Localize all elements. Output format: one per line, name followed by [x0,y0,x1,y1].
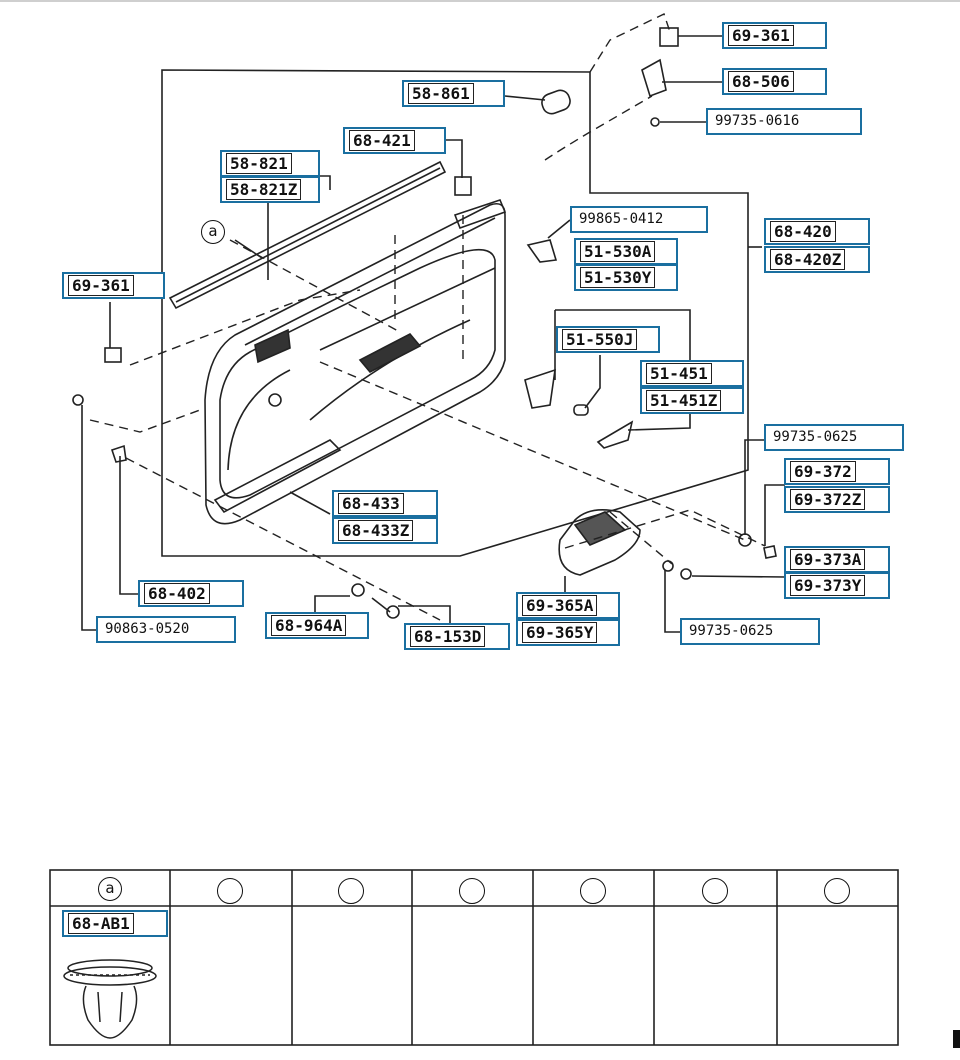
callout-68-420[interactable]: 68-420 [764,218,870,245]
callout-99735-0616[interactable]: 99735-0616 [706,108,862,135]
callout-68-421[interactable]: 68-421 [343,127,446,154]
handle-bezel [558,509,641,576]
callout-69-372[interactable]: 69-372 [784,458,890,485]
callout-68-ab1[interactable]: 68-AB1 [62,910,168,937]
callout-99735-0625-right[interactable]: 99735-0625 [764,424,904,451]
ref-letter-a: a [201,220,225,244]
callout-69-373y[interactable]: 69-373Y [784,572,890,599]
callout-68-506[interactable]: 68-506 [722,68,827,95]
legend-empty-slot-1 [217,878,243,904]
callout-51-530y[interactable]: 51-530Y [574,264,678,291]
legend-empty-slot-2 [338,878,364,904]
callout-69-372z[interactable]: 69-372Z [784,486,890,513]
callout-68-153d[interactable]: 68-153D [404,623,510,650]
door-trim-panel [204,202,506,525]
legend-empty-slot-3 [459,878,485,904]
callout-68-433z[interactable]: 68-433Z [332,517,438,544]
clip-fastener-sketch [63,959,157,1039]
callout-69-361-top[interactable]: 69-361 [722,22,827,49]
callout-68-964a[interactable]: 68-964A [265,612,369,639]
legend-empty-slot-4 [580,878,606,904]
callout-69-361-left[interactable]: 69-361 [62,272,165,299]
callout-58-821z[interactable]: 58-821Z [220,176,320,203]
callout-99735-0625-bottom[interactable]: 99735-0625 [680,618,820,645]
legend-empty-slot-6 [824,878,850,904]
legend-empty-slot-5 [702,878,728,904]
armrest-strip [168,160,447,310]
callout-51-550j[interactable]: 51-550J [556,326,660,353]
top-rule [0,0,960,2]
callout-68-402[interactable]: 68-402 [138,580,244,607]
callout-51-451z[interactable]: 51-451Z [640,387,744,414]
callout-58-821[interactable]: 58-821 [220,150,320,177]
callout-68-420z[interactable]: 68-420Z [764,246,870,273]
callout-51-530a[interactable]: 51-530A [574,238,678,265]
callout-69-365a[interactable]: 69-365A [516,592,620,619]
assembly-frame [161,69,749,557]
callout-99865-0412[interactable]: 99865-0412 [570,206,708,233]
callout-51-451[interactable]: 51-451 [640,360,744,387]
page-edge-mark [953,1030,960,1048]
fastener-legend-table [49,869,899,1046]
callout-69-365y[interactable]: 69-365Y [516,619,620,646]
callout-90863-0520[interactable]: 90863-0520 [96,616,236,643]
legend-header-letter-a: a [98,877,122,901]
callout-69-373a[interactable]: 69-373A [784,546,890,573]
callout-58-861[interactable]: 58-861 [402,80,505,107]
callout-68-433[interactable]: 68-433 [332,490,438,517]
